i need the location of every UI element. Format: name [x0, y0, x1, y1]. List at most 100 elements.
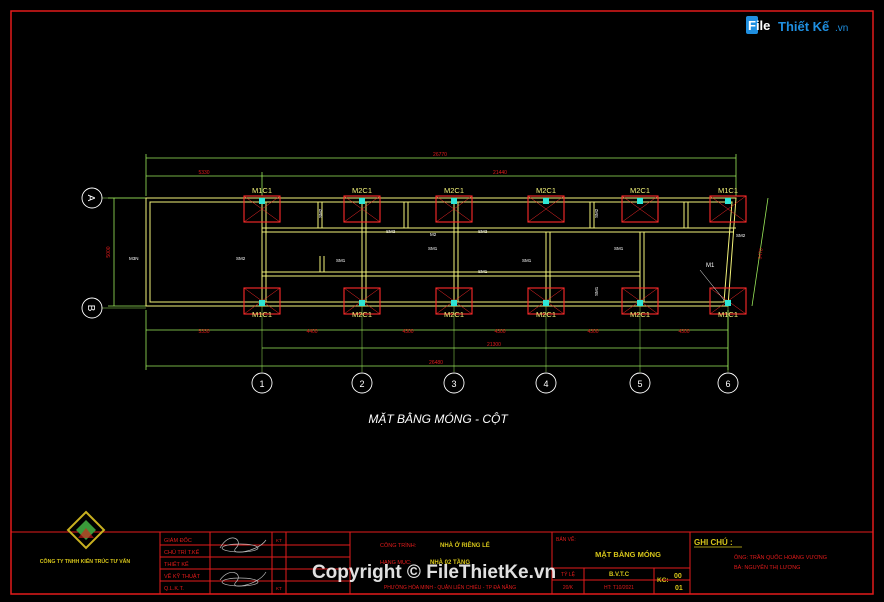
column-bubble-group: 1 2 3 4 5 6 — [251, 306, 739, 394]
grid-label-column: 6 — [725, 379, 730, 389]
column-label-top: M2C1 — [630, 186, 650, 195]
sheet-number: 01 — [675, 585, 683, 592]
grid-label-B: B — [85, 305, 96, 312]
footing — [343, 195, 381, 223]
footing — [621, 195, 659, 223]
owner-2: BÀ: NGUYỄN THỊ LƯƠNG — [734, 564, 800, 571]
sheet-label: BẢN VẼ: — [556, 536, 576, 543]
right-dimension — [751, 197, 769, 307]
column-marker — [359, 198, 365, 204]
brand-logo: File Thiết Kế .vn — [746, 16, 848, 34]
dim-total: 26770 — [433, 152, 447, 158]
watermark-text: Copyright © FileThietKe.vn — [312, 562, 556, 583]
item-label: HẠNG MỤC: — [380, 560, 412, 566]
code-label: B.V.T.C — [609, 572, 630, 578]
dim-axis-left: 5000 — [106, 246, 112, 257]
grid-bubble-B: B — [81, 297, 146, 319]
column-marker — [637, 300, 643, 306]
dim-bottom-total: 26480 — [429, 360, 443, 366]
role-label: THIẾT KẾ — [164, 561, 189, 568]
scale-label: TỶ LỆ — [561, 570, 576, 578]
grid-label-column: 5 — [637, 379, 642, 389]
column-marker — [259, 198, 265, 204]
signature-1 — [219, 537, 267, 553]
beam-label: M2 — [430, 232, 437, 237]
beam-label: SM1 — [478, 269, 488, 274]
dim-axis-right: 3470 — [757, 248, 765, 260]
grid-bubble-A: A — [81, 187, 146, 209]
footing — [435, 195, 473, 223]
owner-1: ÔNG: TRẦN QUỐC HOÀNG VƯƠNG — [734, 554, 827, 561]
beam-label: M1 — [706, 263, 715, 269]
bay-dimension: 4300 — [402, 329, 413, 335]
footing — [243, 195, 281, 223]
beam-label: SM1 — [336, 258, 346, 263]
notes-title: GHI CHÚ : — [694, 538, 733, 547]
column-marker — [359, 300, 365, 306]
roles-group: GIÁM ĐỐC KT CHỦ TRÌ T.KẾ THIẾT KẾ VẼ KỸ THUẬ… — [164, 537, 282, 592]
beam-label: SM2 — [736, 233, 746, 238]
beam-label: SM1 — [614, 246, 624, 251]
grid-bubble-column: 2 — [351, 306, 373, 394]
sheet-value: MẶT BẰNG MÓNG — [595, 550, 661, 559]
brand-word1: File — [748, 18, 770, 33]
role-label: Q.L.K.T. — [164, 586, 184, 592]
brand-tld: .vn — [835, 23, 848, 34]
beam-label-group: M3N SM2 SM1 SM3 SM1 M2 SM3 SM1 SM1 SM1 M… — [129, 208, 746, 296]
brand-word2: Thiết Kế — [778, 19, 830, 34]
company-logo — [66, 510, 106, 550]
grid-bubble-column: 3 — [443, 306, 465, 394]
footing — [709, 195, 747, 223]
grid-label-column: 3 — [451, 379, 456, 389]
foundation-walls — [145, 197, 737, 307]
column-marker — [543, 300, 549, 306]
beam-label: SM1 — [594, 286, 599, 296]
project-address: PHƯỜNG HÒA MINH - QUẬN LIÊN CHIỂU - TP Đ… — [384, 583, 516, 591]
dim-segment: 21440 — [493, 170, 507, 176]
bay-dimension: 4300 — [494, 329, 505, 335]
drawing-title: MẶT BẰNG MÓNG - CỘT — [368, 411, 509, 426]
item-value: NHÀ 02 TẦNG — [430, 559, 470, 566]
column-marker — [725, 300, 731, 306]
signature-2 — [219, 571, 267, 587]
column-label-top: M2C1 — [444, 186, 464, 195]
project-value: NHÀ Ở RIÊNG LẺ — [440, 541, 490, 549]
column-marker — [451, 300, 457, 306]
grid-label-column: 4 — [543, 379, 548, 389]
role-label: CHỦ TRÌ T.KẾ — [164, 549, 200, 556]
column-label-top: M1C1 — [718, 186, 738, 195]
column-label-top: M2C1 — [352, 186, 372, 195]
role-short: KT — [276, 586, 282, 591]
column-marker — [259, 300, 265, 306]
grid-bubble-column: 5 — [629, 306, 651, 394]
footing — [527, 195, 565, 223]
grid-label-column: 2 — [359, 379, 364, 389]
grid-bubble-column: 6 — [717, 306, 739, 394]
beam-label: SM1 — [522, 258, 532, 263]
role-label: VẼ KỸ THUẬT — [164, 573, 201, 580]
beam-label: M3N — [129, 256, 139, 261]
beam-label: SM2 — [318, 208, 323, 218]
column-marker — [725, 198, 731, 204]
company-name: CÔNG TY TNHH KIẾN TRÚC TƯ VẤN — [40, 557, 131, 565]
column-label-top: M2C1 — [536, 186, 556, 195]
dim-bottom-span: 21300 — [487, 342, 501, 348]
kc-value: 00 — [674, 573, 682, 580]
grid-bubble-column: 1 — [251, 306, 273, 394]
bay-dimension: 5330 — [198, 329, 209, 335]
bay-dimension: 4300 — [587, 329, 598, 335]
left-dimension — [108, 197, 146, 307]
dim-left-offset: 5330 — [198, 170, 209, 176]
beam-label: SM1 — [428, 246, 438, 251]
leader-line — [699, 269, 725, 301]
beam-label: SM3 — [386, 229, 396, 234]
top-dimensions — [145, 154, 737, 196]
scale-value: 20/K — [563, 585, 574, 591]
role-label: GIÁM ĐỐC — [164, 537, 192, 544]
column-label-top: M1C1 — [252, 186, 272, 195]
grid-label-A: A — [85, 195, 96, 202]
bay-dimension: 4300 — [678, 329, 689, 335]
